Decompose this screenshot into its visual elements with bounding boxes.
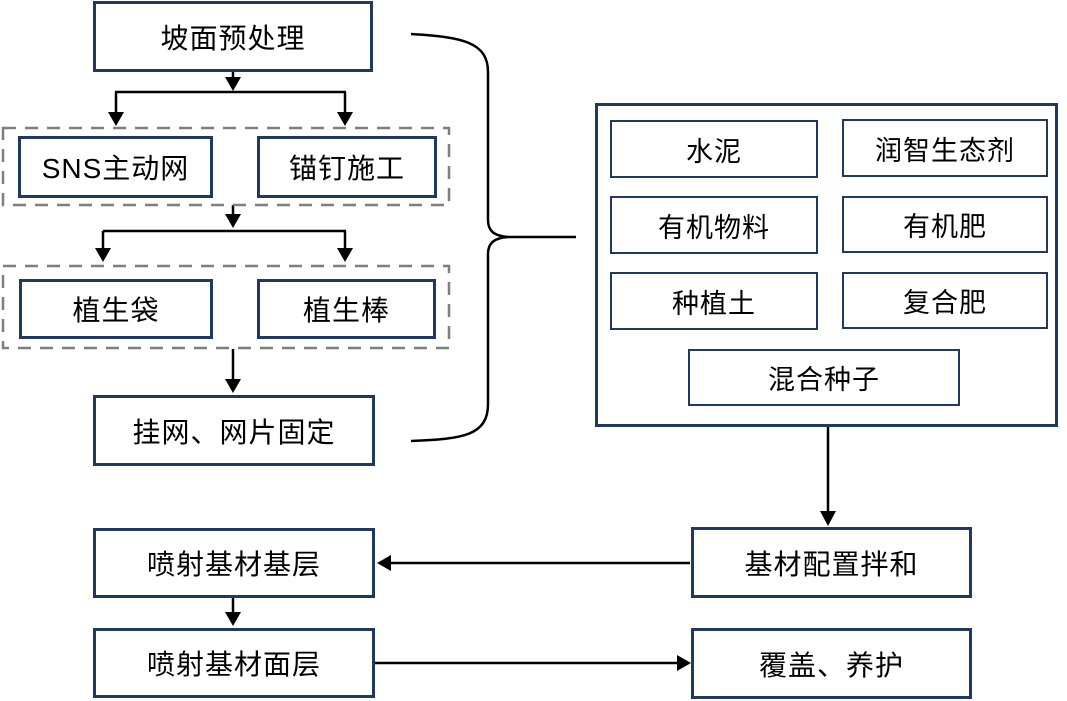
node-vegetation-bag: 植生袋 (19, 279, 213, 339)
node-cement: 水泥 (610, 120, 818, 178)
node-organic-material: 有机物料 (610, 196, 818, 254)
arrowhead (337, 248, 353, 262)
node-organic-fertilizer: 有机肥 (842, 196, 1048, 253)
arrowhead (677, 655, 691, 671)
node-sns-active-net: SNS主动网 (18, 136, 213, 198)
node-hang-net-fix: 挂网、网片固定 (93, 395, 375, 466)
node-mixed-seeds: 混合种子 (688, 349, 960, 406)
node-compound-fertilizer: 复合肥 (842, 272, 1048, 329)
node-planting-soil: 种植土 (610, 272, 818, 330)
node-runzhi-eco-agent: 润智生态剂 (842, 119, 1048, 177)
brace (410, 32, 509, 443)
arrowhead (95, 248, 111, 262)
node-substrate-mixing: 基材配置拌和 (691, 527, 972, 598)
arrowhead (225, 214, 241, 228)
node-cover-maintain: 覆盖、养护 (691, 628, 972, 699)
node-slope-pretreatment: 坡面预处理 (93, 1, 373, 72)
node-anchor-nail: 锚钉施工 (257, 136, 437, 198)
arrowhead (820, 511, 836, 526)
arrowhead (225, 77, 241, 91)
dashed-group-net-anchor (1, 126, 451, 207)
node-vegetation-rod: 植生棒 (257, 279, 436, 339)
node-spray-base-layer: 喷射基材基层 (93, 528, 375, 598)
arrowhead (108, 112, 124, 126)
arrowhead (225, 612, 241, 626)
arrowhead (377, 555, 391, 571)
arrowhead (225, 379, 241, 393)
node-spray-surface-layer: 喷射基材面层 (93, 628, 375, 698)
arrowhead (337, 112, 353, 126)
dashed-group-vegetation (1, 264, 451, 350)
